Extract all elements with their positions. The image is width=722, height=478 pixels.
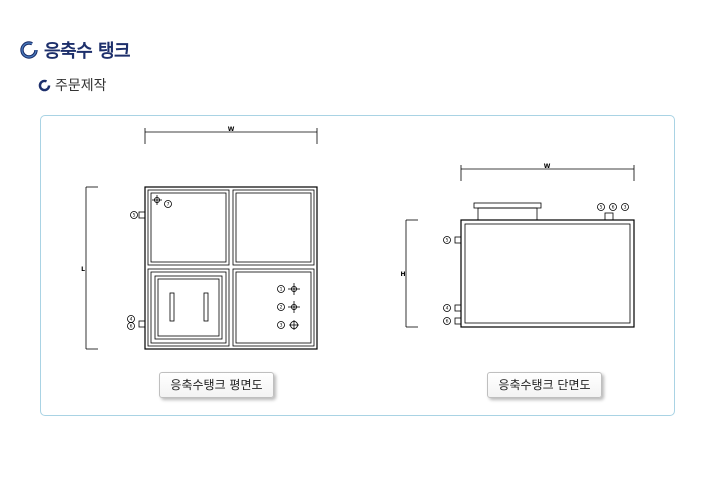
section-port-number: 6 (612, 205, 615, 211)
section-port-number: 5 (600, 205, 603, 211)
plan-height-label: L (81, 266, 85, 273)
section-port-number: 4 (446, 306, 449, 312)
plan-port-number: 4 (130, 317, 133, 323)
page-title: 응축수 탱크 (44, 41, 131, 62)
plan-port-number: 6 (130, 324, 133, 330)
plan-port-number: 3 (280, 323, 283, 329)
subtitle-row: 주문제작 (38, 75, 107, 95)
section-view (405, 165, 635, 328)
section-port-number: 6 (446, 319, 449, 325)
plan-view-caption-button[interactable]: 응축수탱크 평면도 (159, 372, 274, 398)
plan-port-number: 7 (167, 202, 170, 208)
plan-port-number: 5 (133, 213, 136, 219)
ring-arrow-icon (38, 79, 51, 91)
plan-width-label: W (228, 126, 235, 133)
tank-drawings: W L W H 5 7 4 6 1 2 3 5 6 3 5 4 6 (81, 126, 635, 350)
section-height-label: H (400, 271, 405, 278)
subtitle: 주문제작 (55, 78, 107, 94)
section-view-caption-button[interactable]: 응축수탱크 단면도 (487, 372, 602, 398)
section-width-label: W (544, 163, 551, 170)
plan-port-number: 2 (280, 305, 283, 311)
ring-arrow-icon (20, 41, 38, 59)
plan-view (85, 128, 318, 350)
plan-port-number: 1 (280, 287, 283, 293)
drawing-panel: W L W H 5 7 4 6 1 2 3 5 6 3 5 4 6 응축수탱크 … (40, 115, 675, 416)
section-port-number: 5 (446, 238, 449, 244)
section-port-number: 3 (624, 205, 627, 211)
page-title-row: 응축수 탱크 (19, 38, 131, 62)
